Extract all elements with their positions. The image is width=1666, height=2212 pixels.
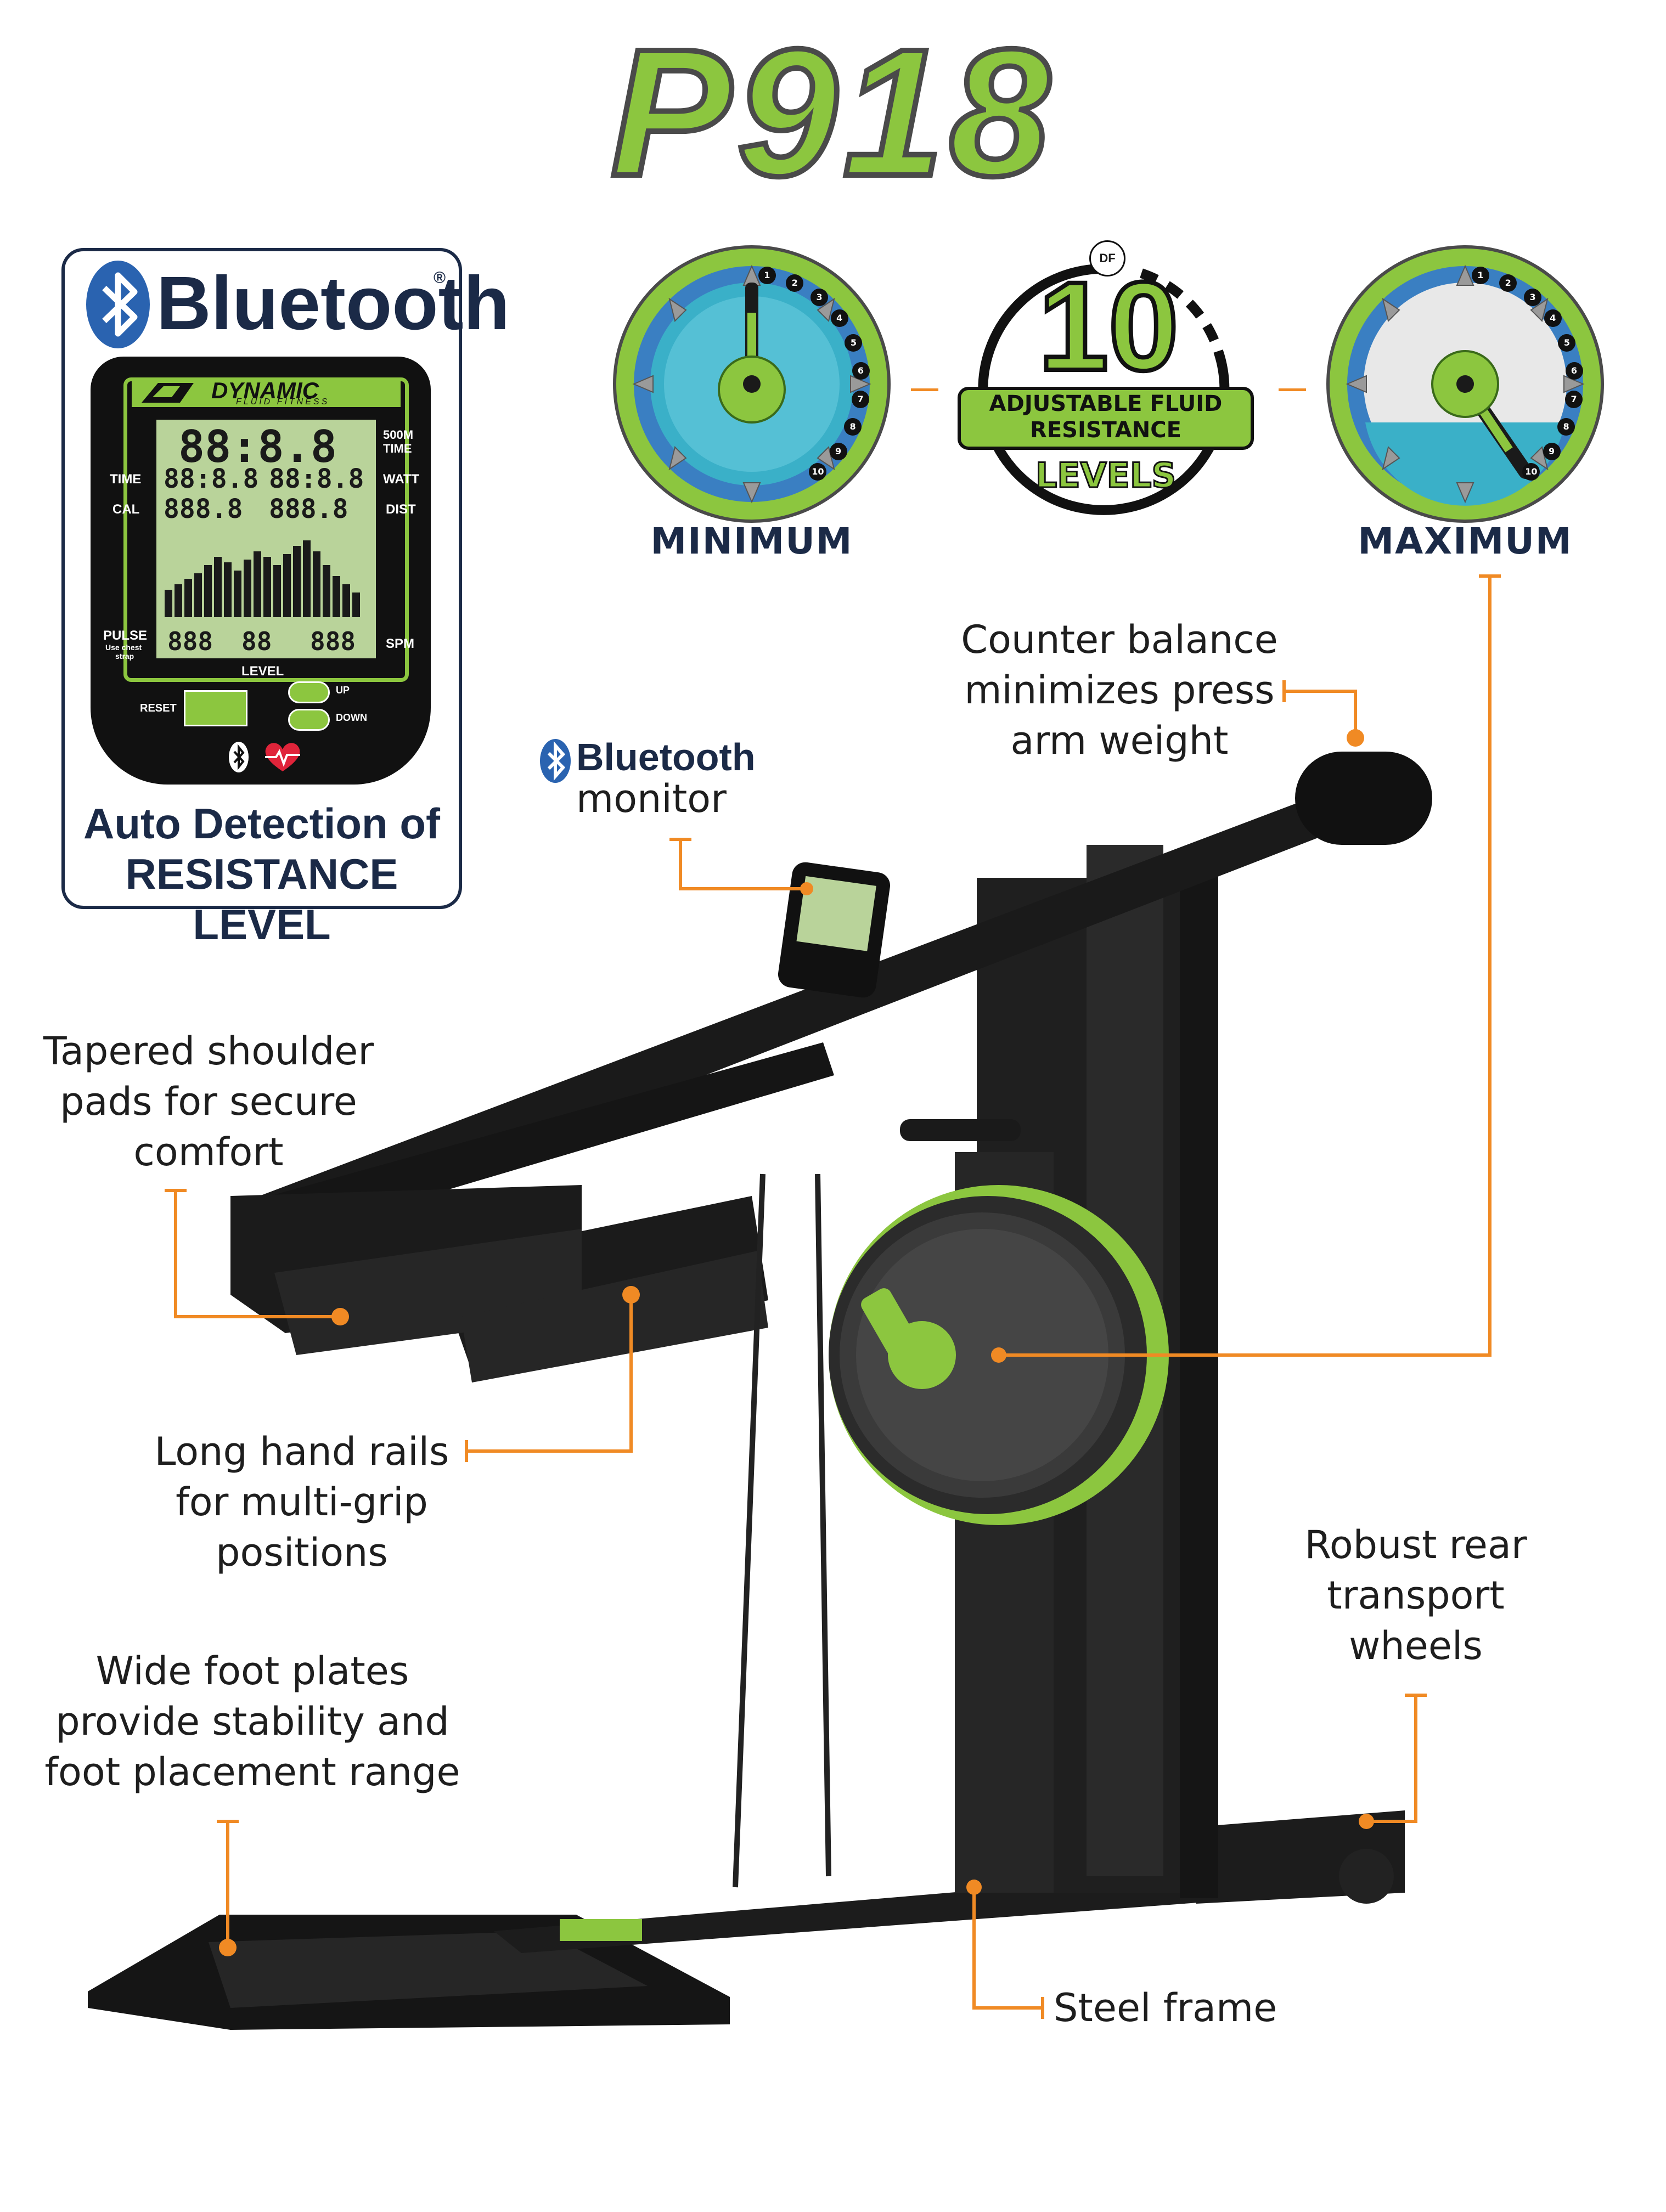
label-level: LEVEL: [241, 664, 284, 679]
down-button[interactable]: [288, 709, 330, 731]
lcd-bar-graph: [165, 540, 360, 617]
minimum-dial-number: 6: [852, 362, 870, 380]
lcd-pulse-readout: 888: [167, 627, 213, 656]
label-pulse-sub2: strap: [115, 652, 134, 661]
maximum-dial-number: 7: [1565, 390, 1583, 408]
console-lcd-bottom: [156, 625, 376, 658]
transport-wheels-line2: transport: [1327, 1573, 1505, 1618]
label-cal: CAL: [112, 502, 140, 517]
lcd-cal-readout: 888.8: [164, 494, 243, 524]
console-bluetooth-icon: [229, 742, 249, 772]
minimum-resistance-gauge: [613, 245, 891, 523]
label-pulse: PULSE: [103, 628, 148, 643]
lcd-watt-readout: 88:8.8: [269, 464, 364, 494]
label-pulse-sub1: Use chest: [105, 643, 142, 652]
levels-banner: [958, 387, 1254, 450]
foot-plates-line2: provide stability and: [55, 1699, 449, 1744]
levels-text-line2: RESISTANCE: [1030, 417, 1181, 443]
bluetooth-brand: Bluetooth: [156, 261, 510, 346]
minimum-dial-number: 7: [852, 390, 870, 408]
levels-text-line3: LEVELS: [1034, 455, 1177, 496]
foot-plates-line3: foot placement range: [44, 1750, 460, 1795]
maximum-dial-number: 9: [1543, 443, 1561, 461]
gauge-connector-right: [1279, 388, 1306, 391]
maximum-dial-number: 2: [1499, 274, 1517, 292]
label-500m: 500M: [383, 428, 414, 442]
bt-caption-line2: RESISTANCE LEVEL: [125, 850, 398, 949]
hand-rails-line3: positions: [216, 1530, 388, 1575]
lcd-main-readout: 88:8.8: [178, 421, 337, 472]
label-reset: RESET: [140, 702, 177, 714]
maximum-label: MAXIMUM: [1358, 520, 1573, 562]
minimum-dial-number: 8: [844, 418, 862, 436]
maximum-dial-number: 3: [1524, 289, 1542, 307]
console-brand: DYNAMIC: [211, 377, 319, 403]
label-time-top: TIME: [383, 442, 412, 455]
gauge-connector-left: [911, 388, 938, 391]
minimum-dial-number: 10: [809, 462, 827, 481]
minimum-dial-number: 4: [830, 309, 848, 327]
hand-rails-line2: for multi-grip: [176, 1480, 428, 1525]
hand-rails-line1: Long hand rails: [154, 1429, 449, 1474]
levels-number: 10: [1036, 256, 1181, 397]
steel-frame-label: Steel frame: [1054, 1985, 1277, 2030]
label-dist: DIST: [386, 502, 416, 517]
lcd-dist-readout: 888.8: [269, 494, 348, 524]
lcd-spm-readout: 888: [310, 627, 356, 656]
reset-button[interactable]: [184, 690, 247, 726]
shoulder-pads-line1: Tapered shoulder: [43, 1029, 374, 1074]
counter-balance-line3: arm weight: [1010, 718, 1229, 763]
maximum-dial-number: 6: [1565, 362, 1583, 380]
maximum-dial-number: 5: [1558, 334, 1576, 352]
transport-wheels-line3: wheels: [1349, 1623, 1483, 1668]
minimum-dial-number: 3: [811, 289, 829, 307]
label-up: UP: [336, 685, 350, 696]
lcd-level-readout: 88: [241, 627, 272, 656]
counter-balance-line1: Counter balance: [961, 617, 1278, 662]
console-sub-brand: FLUID FITNESS: [236, 397, 330, 407]
label-down: DOWN: [336, 712, 367, 723]
shoulder-pads-line2: pads for secure: [60, 1079, 357, 1124]
levels-text-line1: ADJUSTABLE FLUID: [989, 391, 1223, 416]
monitor-bluetooth-brand: Bluetooth: [576, 736, 756, 778]
label-watt: WATT: [383, 472, 420, 487]
minimum-label: MINIMUM: [650, 520, 853, 562]
maximum-dial-number: 8: [1557, 418, 1575, 436]
transport-wheels-line1: Robust rear: [1304, 1522, 1527, 1567]
bluetooth-icon: [86, 261, 150, 348]
page-title: P918: [608, 11, 1056, 213]
maximum-resistance-gauge: [1326, 245, 1604, 523]
maximum-dial-number: 4: [1544, 309, 1562, 327]
up-button[interactable]: [288, 681, 330, 703]
monitor-label: monitor: [576, 776, 727, 821]
registered-mark: ®: [434, 269, 446, 287]
minimum-dial-number: 1: [758, 266, 776, 284]
bt-caption-line1: Auto Detection of: [83, 799, 440, 848]
foot-plates-line1: Wide foot plates: [95, 1649, 409, 1694]
lcd-time-readout: 88:8.8: [164, 464, 259, 494]
maximum-dial-number: 10: [1522, 462, 1540, 481]
monitor-bluetooth-icon: [540, 739, 571, 783]
counter-balance-line2: minimizes press: [964, 668, 1275, 713]
maximum-dial-number: 1: [1471, 266, 1489, 284]
minimum-dial-number: 5: [845, 334, 863, 352]
df-logo: DF: [1089, 240, 1125, 276]
dynamic-logo-icon: [142, 383, 194, 403]
minimum-dial-number: 9: [829, 443, 847, 461]
minimum-dial-number: 2: [786, 274, 804, 292]
label-time: TIME: [110, 472, 142, 487]
label-spm: SPM: [386, 636, 415, 651]
shoulder-pads-line3: comfort: [133, 1130, 284, 1175]
heart-rate-icon: [265, 743, 300, 771]
